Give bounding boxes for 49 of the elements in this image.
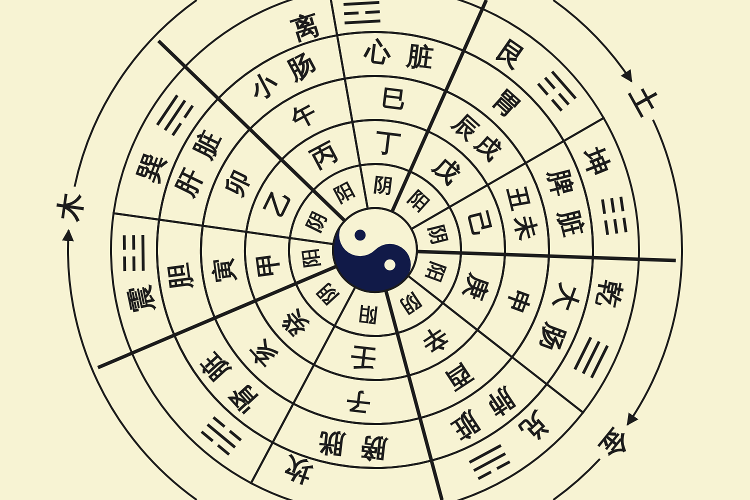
trigram-name: 兑 bbox=[516, 406, 554, 445]
yin-yang-label: 阴 bbox=[372, 176, 394, 198]
stem-label: 甲 bbox=[254, 250, 282, 278]
connector-arc bbox=[74, 0, 198, 187]
trigram-symbol: ☷ bbox=[594, 192, 630, 240]
organ-label: 胆 bbox=[164, 245, 198, 292]
yin-yang-label: 阳 bbox=[332, 180, 358, 206]
branch-label: 午 bbox=[286, 96, 326, 135]
arrow bbox=[552, 0, 632, 82]
yin-yang-label: 阴 bbox=[397, 290, 424, 317]
stem-label: 丁 bbox=[374, 128, 402, 157]
trigram-name: 巽 bbox=[134, 150, 170, 185]
trigram-symbol: ☰ bbox=[566, 330, 613, 384]
branch-label: 子 bbox=[338, 387, 372, 415]
stem-label: 戊 bbox=[430, 152, 465, 188]
trigram-symbol: ☳ bbox=[120, 230, 150, 275]
stem-label: 壬 bbox=[348, 343, 377, 372]
element-label: 土 bbox=[624, 82, 663, 120]
trigram-name: 坤 bbox=[578, 144, 614, 180]
organ-label: 心脏 bbox=[362, 36, 450, 74]
arrow bbox=[62, 229, 198, 500]
trigram-name: 震 bbox=[126, 282, 158, 315]
trigram-symbol: ☲ bbox=[339, 0, 385, 30]
element-label: 木 bbox=[55, 191, 87, 224]
stem-label: 庚 bbox=[460, 270, 492, 303]
stem-label: 丙 bbox=[307, 138, 342, 172]
yin-yang-label: 阳 bbox=[404, 189, 432, 216]
yin-yang-label: 阳 bbox=[300, 248, 322, 269]
branch-label: 丑未 bbox=[502, 182, 542, 248]
yin-yang-label: 阴 bbox=[304, 209, 330, 235]
yin-yang-label: 阴 bbox=[314, 280, 342, 307]
yin-yang-label: 阳 bbox=[357, 303, 378, 324]
ring-sector bbox=[112, 65, 220, 222]
arrow bbox=[626, 119, 683, 426]
trigram-name: 乾 bbox=[593, 278, 625, 310]
trigram-name: 艮 bbox=[492, 36, 530, 74]
stem-label: 乙 bbox=[261, 186, 295, 220]
branch-label: 寅 bbox=[210, 250, 239, 286]
branch-label: 巳 bbox=[378, 85, 413, 114]
branch-label: 申 bbox=[500, 284, 536, 323]
branch-label: 卯 bbox=[220, 162, 258, 202]
trigram-name: 离 bbox=[290, 11, 324, 46]
stem-label: 辛 bbox=[417, 322, 452, 358]
yin-yang-label: 阴 bbox=[426, 223, 449, 246]
trigram-name: 坎 bbox=[280, 452, 316, 486]
stem-label: 己 bbox=[464, 208, 495, 239]
element-label: 金 bbox=[594, 424, 634, 463]
yin-yang-label: 阳 bbox=[422, 260, 448, 284]
connector-arc bbox=[552, 458, 601, 500]
